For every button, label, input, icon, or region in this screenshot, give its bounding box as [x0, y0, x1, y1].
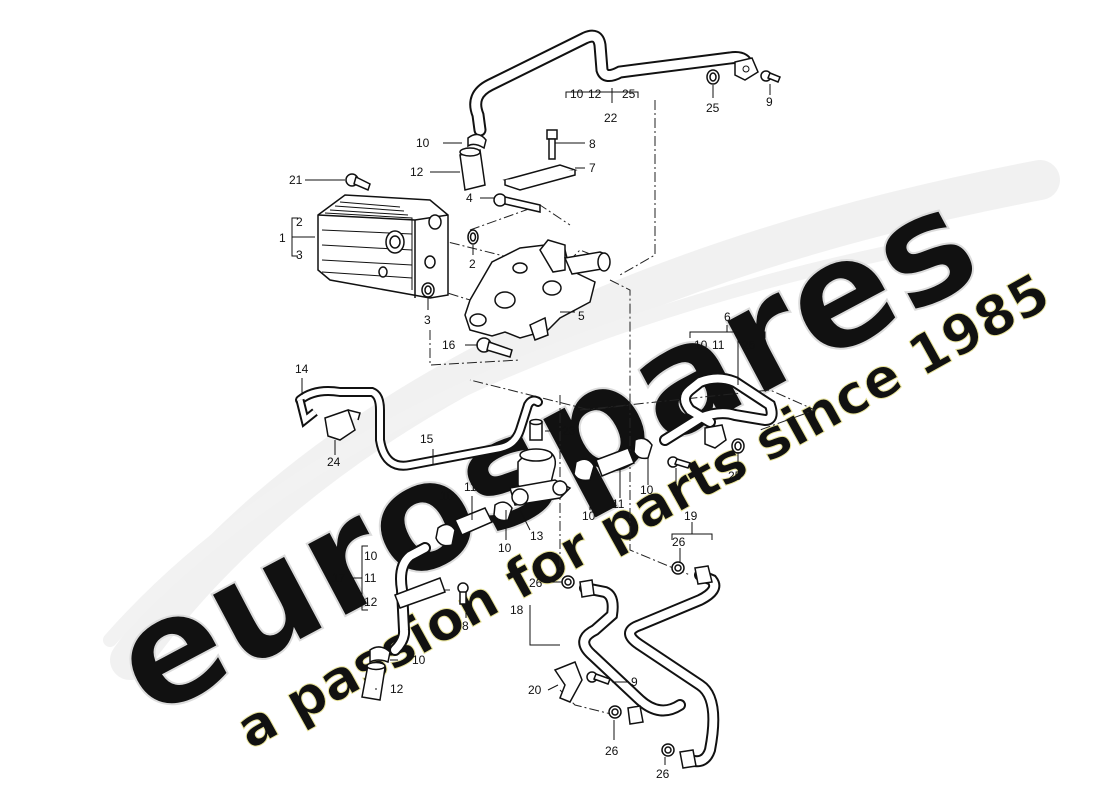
valve-24 [324, 409, 361, 441]
pipe-18-19 [578, 565, 721, 769]
callout-label: 26 [672, 535, 686, 549]
callout-label: 13 [530, 529, 544, 543]
callout-label: 7 [589, 161, 596, 175]
callout-label: 10 [640, 483, 654, 497]
callout-label: 24 [327, 455, 341, 469]
hose-12-bottom [361, 646, 391, 701]
filter-housing-5 [464, 239, 611, 341]
seal-rings [421, 69, 745, 757]
callout-label: 11 [612, 497, 625, 511]
callout-label: 11 [712, 338, 725, 352]
hose-11-right [573, 437, 653, 482]
callout-label: 20 [528, 683, 542, 697]
callout-label: 16 [442, 338, 456, 352]
callout-label: 2 [296, 215, 303, 229]
callout-label: 10 [440, 489, 454, 503]
oil-cooler-1 [317, 194, 449, 299]
callout-label: 10 [498, 541, 512, 555]
callout-label: 11 [364, 571, 377, 585]
callout-label: 11 [464, 480, 477, 494]
pipe-6 [659, 372, 778, 449]
callout-label: 19 [684, 509, 698, 523]
callout-label: 12 [588, 87, 602, 101]
hose-11-left [435, 501, 513, 547]
callout-label: 25 [622, 87, 636, 101]
callout-labels: 1 2 3 2 3 4 5 6 7 8 8 9 9 9 10 12 25 22 … [279, 87, 773, 781]
callout-label: 4 [466, 191, 473, 205]
callout-label: 25 [728, 469, 742, 483]
callout-label: 8 [589, 137, 596, 151]
callout-label: 12 [364, 595, 378, 609]
callout-label: 26 [656, 767, 670, 781]
callout-label: 2 [469, 257, 476, 271]
callout-label: 10 [416, 136, 430, 150]
bolt-21 [345, 173, 371, 192]
callout-label: 18 [510, 603, 524, 617]
callout-label: 3 [424, 313, 431, 327]
pipe-15 [295, 386, 543, 471]
callout-label: 10 [582, 509, 596, 523]
callout-label: 10 [570, 87, 584, 101]
callout-label: 22 [604, 111, 618, 125]
bracket-20 [553, 661, 583, 703]
callout-label: 1 [279, 231, 286, 245]
callout-label: 9 [766, 95, 773, 109]
callout-label: 26 [529, 576, 543, 590]
callout-label: 25 [742, 338, 756, 352]
callout-label: 3 [296, 248, 303, 262]
leader-lines [291, 84, 771, 765]
bolt-8-top [546, 129, 558, 160]
callout-label: 23 [562, 424, 576, 438]
thermostat-13 [509, 448, 572, 506]
callout-label: 10 [412, 653, 426, 667]
bolt-16 [476, 337, 513, 358]
callout-label: 12 [390, 682, 404, 696]
callout-label: 14 [295, 362, 309, 376]
bracket-7 [502, 164, 578, 191]
hose-12-top [459, 133, 487, 191]
callout-label: 8 [462, 619, 469, 633]
callout-label: 10 [694, 338, 708, 352]
callout-label: 17 [332, 571, 346, 585]
callout-label: 6 [724, 310, 731, 324]
callout-label: 15 [420, 432, 434, 446]
pipe-17 [389, 542, 446, 656]
callout-label: 10 [364, 549, 378, 563]
callout-label: 5 [578, 309, 585, 323]
bolt-4 [493, 193, 541, 213]
callout-label: 25 [706, 101, 720, 115]
bolts-9 [457, 70, 781, 685]
sleeve-23 [529, 418, 543, 441]
callout-label: 21 [289, 173, 303, 187]
callout-label: 26 [605, 744, 619, 758]
callout-label: 9 [631, 675, 638, 689]
callout-label: 9 [672, 485, 679, 499]
return-pipe-22 [469, 29, 759, 137]
callout-label: 12 [410, 165, 424, 179]
